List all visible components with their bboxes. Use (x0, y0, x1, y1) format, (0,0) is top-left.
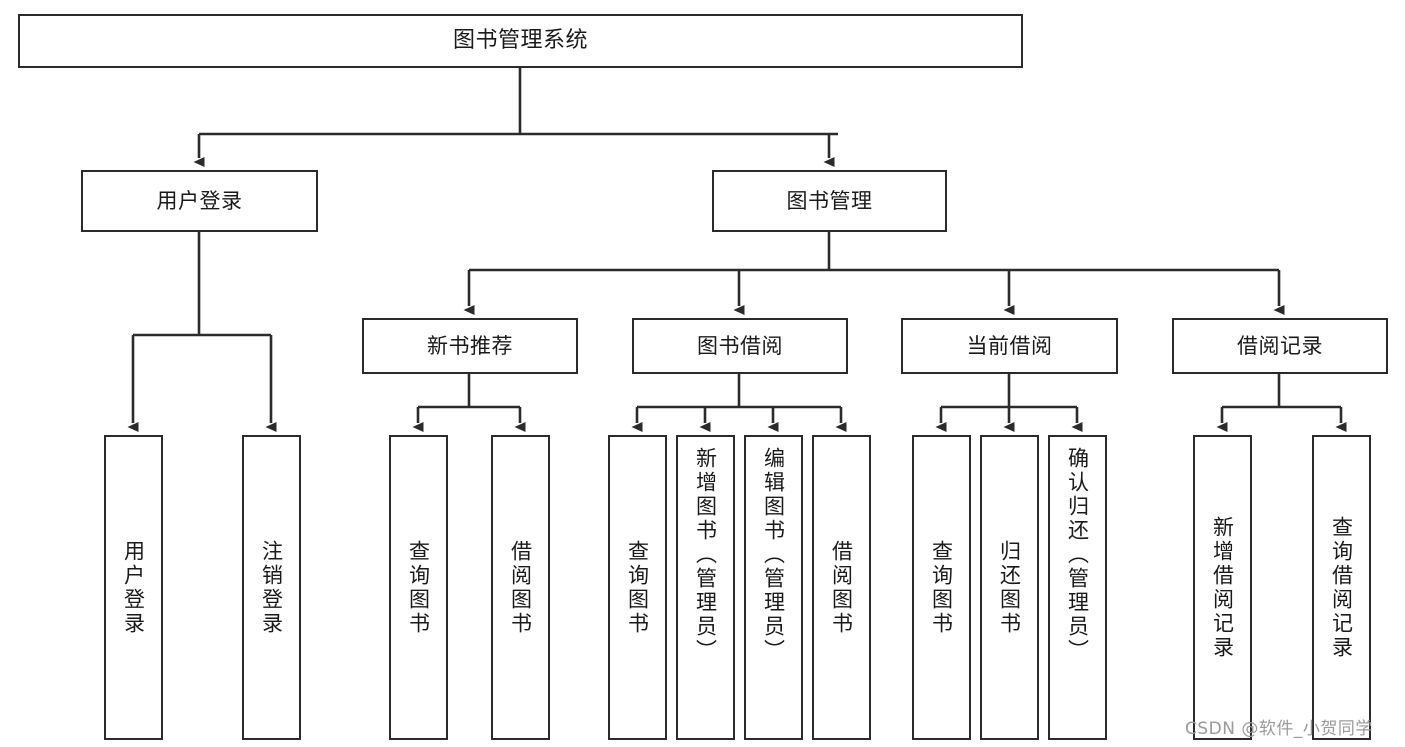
node-leaf-add-book-label: 新增图书（管理员） (693, 447, 718, 663)
node-leaf-confirm-return[interactable]: 确认归还（管理员） (1048, 435, 1107, 740)
node-new-book-recommend[interactable]: 新书推荐 (362, 318, 578, 374)
node-book-manage-label: 图书管理 (786, 188, 873, 213)
node-leaf-borrow-book-2[interactable]: 借阅图书 (812, 435, 871, 740)
node-leaf-query-record-label: 查询借阅记录 (1329, 515, 1354, 660)
node-leaf-borrow-book-2-label: 借阅图书 (829, 539, 854, 636)
node-leaf-query-book-3-label: 查询图书 (929, 539, 954, 636)
node-leaf-query-book-1-label: 查询图书 (406, 539, 431, 636)
node-leaf-edit-book[interactable]: 编辑图书（管理员） (744, 435, 803, 740)
node-book-borrow[interactable]: 图书借阅 (632, 318, 848, 374)
node-root-label: 图书管理系统 (452, 28, 588, 54)
node-leaf-return-book[interactable]: 归还图书 (980, 435, 1039, 740)
node-book-borrow-label: 图书借阅 (697, 333, 783, 358)
node-leaf-user-login[interactable]: 用户登录 (104, 435, 163, 740)
watermark-text: CSDN @软件_小贺同学 (1185, 719, 1373, 739)
node-leaf-return-book-label: 归还图书 (997, 539, 1022, 636)
node-leaf-borrow-book-1[interactable]: 借阅图书 (491, 435, 550, 740)
node-new-book-recommend-label: 新书推荐 (427, 333, 513, 358)
node-user-login[interactable]: 用户登录 (81, 170, 318, 232)
node-leaf-query-book-1[interactable]: 查询图书 (389, 435, 448, 740)
node-current-borrow-label: 当前借阅 (966, 333, 1053, 358)
node-leaf-logout-login[interactable]: 注销登录 (242, 435, 301, 740)
node-leaf-query-record[interactable]: 查询借阅记录 (1312, 435, 1371, 740)
node-leaf-borrow-book-1-label: 借阅图书 (508, 539, 533, 636)
node-leaf-add-book[interactable]: 新增图书（管理员） (676, 435, 735, 740)
node-user-login-label: 用户登录 (156, 188, 243, 213)
node-borrow-record[interactable]: 借阅记录 (1172, 318, 1388, 374)
node-book-manage[interactable]: 图书管理 (712, 170, 947, 232)
node-current-borrow[interactable]: 当前借阅 (901, 318, 1118, 374)
node-borrow-record-label: 借阅记录 (1237, 333, 1323, 358)
node-leaf-add-record[interactable]: 新增借阅记录 (1193, 435, 1252, 740)
node-leaf-logout-login-label: 注销登录 (259, 539, 284, 636)
node-root[interactable]: 图书管理系统 (18, 14, 1023, 68)
node-leaf-query-book-3[interactable]: 查询图书 (912, 435, 971, 740)
node-leaf-confirm-return-label: 确认归还（管理员） (1065, 447, 1090, 663)
node-leaf-user-login-label: 用户登录 (121, 539, 146, 636)
node-leaf-add-record-label: 新增借阅记录 (1210, 515, 1235, 660)
node-leaf-edit-book-label: 编辑图书（管理员） (761, 447, 786, 663)
node-leaf-query-book-2-label: 查询图书 (625, 539, 650, 636)
node-leaf-query-book-2[interactable]: 查询图书 (608, 435, 667, 740)
